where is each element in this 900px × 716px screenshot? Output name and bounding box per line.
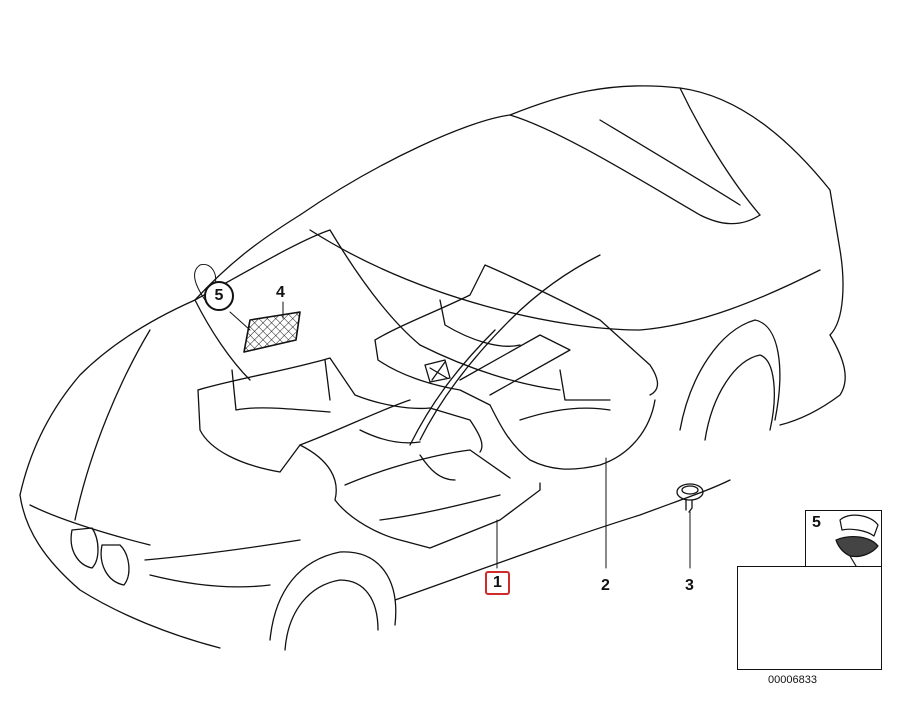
- callout-4: 4: [276, 284, 285, 301]
- callout-1[interactable]: 1: [485, 571, 510, 595]
- front-carpet: [197, 357, 541, 549]
- center-tunnel-line: [419, 254, 601, 441]
- storage-net: [243, 311, 301, 353]
- callout-2: 2: [601, 577, 610, 594]
- leader-lines: [194, 263, 691, 569]
- callout-5-inset: 5: [812, 514, 821, 531]
- car-body-outline: [19, 85, 846, 651]
- diagram-id: 00006833: [768, 674, 817, 686]
- rear-carpet: [374, 264, 659, 470]
- callout-3: 3: [685, 577, 694, 594]
- clip-part: [676, 483, 704, 513]
- inset-part5-box: [805, 510, 882, 567]
- callout-5: 5: [204, 281, 234, 311]
- inset-overview-box: [737, 566, 882, 670]
- rivet-part: [835, 514, 879, 567]
- center-tunnel-line-2: [409, 329, 496, 446]
